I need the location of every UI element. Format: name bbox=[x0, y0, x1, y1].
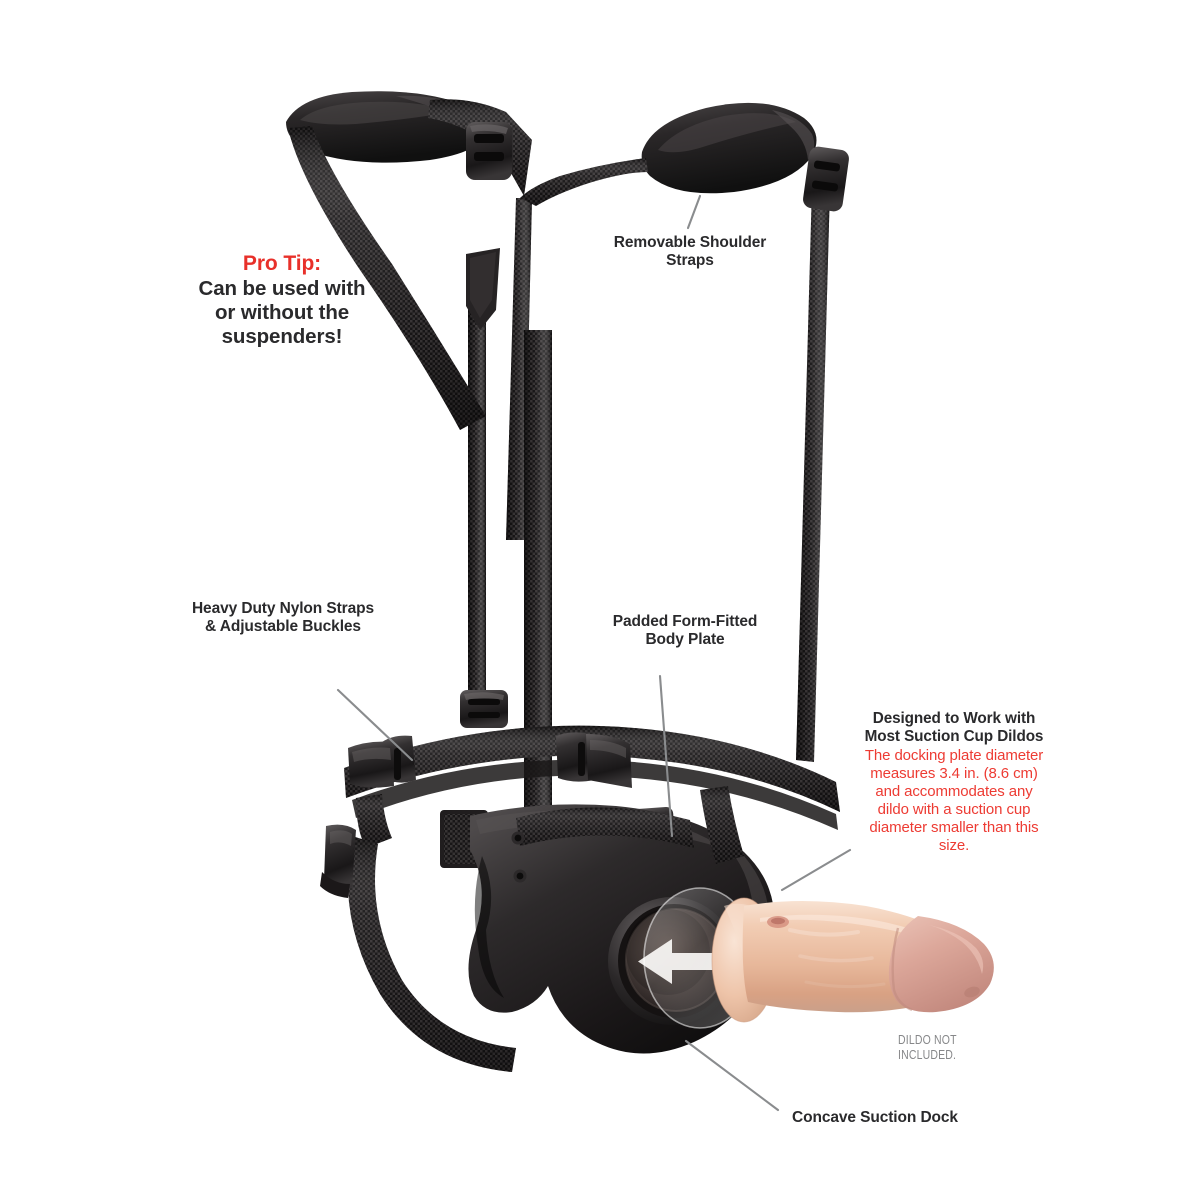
dildo bbox=[711, 897, 994, 1023]
callout-concave-suction-dock: Concave Suction Dock bbox=[792, 1109, 992, 1127]
hip-strap-left bbox=[356, 794, 392, 848]
plate-rivets bbox=[511, 831, 527, 883]
callout-label: Concave Suction Dock bbox=[792, 1109, 958, 1126]
disclaimer-line-2: INCLUDED. bbox=[898, 1048, 957, 1063]
callout-label: Padded Form-Fitted Body Plate bbox=[612, 613, 758, 649]
callout-heavy-duty-nylon-straps: Heavy Duty Nylon Straps & Adjustable Buc… bbox=[186, 600, 380, 637]
right-shoulder-pad bbox=[641, 102, 817, 194]
suspender-strap-right bbox=[796, 186, 830, 762]
callout-label: Designed to Work with Most Suction Cup D… bbox=[864, 710, 1044, 746]
callout-padded-body-plate: Padded Form-Fitted Body Plate bbox=[596, 613, 774, 650]
suspender-strap-left bbox=[468, 300, 486, 700]
leg-strap-buckle bbox=[320, 824, 356, 898]
disclaimer-line-1: DILDO NOT bbox=[898, 1033, 957, 1047]
side-release-buckle-left bbox=[348, 735, 416, 788]
shoulder-adjuster-buckle-right bbox=[803, 146, 849, 212]
callout-detail-text: The docking plate diameter measures 3.4 … bbox=[864, 747, 1044, 855]
waist-belt-lower-band bbox=[352, 759, 838, 830]
belt-over-plate bbox=[516, 807, 694, 848]
shoulder-strap-right-inner bbox=[520, 158, 648, 206]
pro-tip-label: Pro Tip: bbox=[242, 252, 322, 275]
callout-label: Removable Shoulder Straps bbox=[613, 234, 767, 270]
callout-pro-tip: Pro Tip: Can be used with or without the… bbox=[192, 252, 372, 349]
callout-label: Heavy Duty Nylon Straps & Adjustable Buc… bbox=[191, 600, 375, 636]
waist-belt bbox=[344, 725, 840, 812]
callout-removable-shoulder-straps: Removable Shoulder Straps bbox=[604, 234, 776, 271]
dildo-not-included-disclaimer: DILDO NOT INCLUDED. bbox=[898, 1033, 990, 1064]
ladder-lock-buckle-center bbox=[460, 690, 508, 728]
shoulder-adjuster-buckle-top bbox=[466, 122, 512, 180]
shoulder-strap-left bbox=[288, 126, 486, 430]
strap-right-lower bbox=[700, 786, 744, 864]
pro-tip-text: Can be used with or without the suspende… bbox=[198, 276, 366, 349]
callout-suction-cup-compatibility: Designed to Work with Most Suction Cup D… bbox=[858, 710, 1050, 855]
leg-strap-left bbox=[347, 836, 516, 1072]
center-strap bbox=[524, 330, 552, 830]
strap-tip-triangle bbox=[466, 248, 500, 330]
side-release-buckle-right bbox=[556, 732, 632, 788]
